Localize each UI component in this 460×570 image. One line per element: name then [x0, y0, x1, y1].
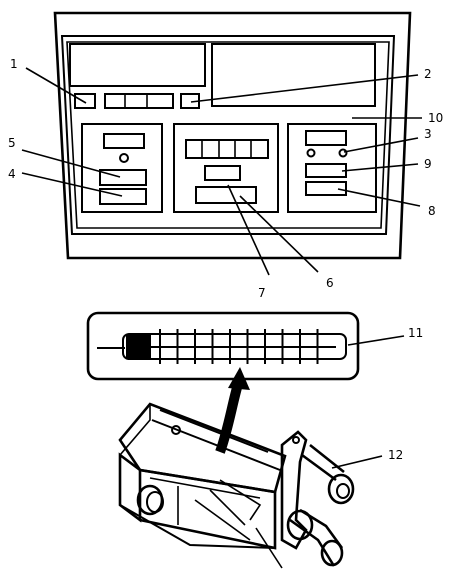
left-module-button-lower	[99, 188, 147, 205]
callout-1: 1	[10, 57, 18, 71]
right-module-button-upper	[305, 163, 347, 178]
meter-fill-indicator	[126, 334, 151, 359]
left-control-module	[81, 123, 163, 213]
readout-strip	[104, 93, 174, 109]
callout-10: 10	[428, 111, 443, 125]
center-wide-key	[195, 186, 257, 204]
right-module-button-lower	[305, 181, 347, 196]
callout-6: 6	[326, 276, 334, 290]
callout-11: 11	[408, 326, 423, 340]
leader-12	[331, 455, 383, 469]
callout-9: 9	[424, 157, 432, 171]
right-module-lamp-left	[306, 148, 316, 158]
mechanism-right-bracket	[280, 430, 308, 550]
leader-11	[347, 335, 405, 346]
control-panel	[53, 11, 412, 260]
callout-5: 5	[8, 136, 16, 150]
leader-bottom	[255, 527, 283, 569]
callout-7: 7	[258, 286, 266, 300]
callout-labels: 1 2 10 3 5 9 4 8 7 6 11 12	[8, 57, 443, 462]
callout-4: 4	[8, 167, 16, 181]
left-module-knob	[119, 153, 129, 163]
left-module-top-display	[103, 133, 145, 149]
panel-housing-outer	[53, 11, 412, 260]
right-module-top-display	[305, 130, 347, 146]
right-control-module	[287, 123, 377, 213]
indicator-lamp-1	[74, 93, 96, 109]
right-module-lamp-right	[338, 148, 348, 158]
panel-bezel	[60, 35, 396, 235]
callout-8: 8	[428, 204, 436, 218]
center-control-module	[173, 123, 279, 213]
panel-leader-lines	[21, 67, 422, 276]
mechanism-upper-body	[118, 402, 287, 494]
callout-2: 2	[424, 67, 432, 81]
meter-scale-window	[86, 311, 360, 381]
valve-mechanism	[118, 402, 355, 567]
left-display-window	[69, 43, 206, 87]
center-digit-display	[185, 139, 269, 159]
meter-tick-marks	[159, 329, 319, 364]
mechanism-right-cylinder	[301, 443, 345, 482]
curved-arrow	[215, 367, 250, 454]
left-module-button-upper	[99, 169, 147, 186]
right-display-window	[211, 43, 376, 107]
callout-12: 12	[388, 448, 403, 462]
meter-tube	[122, 333, 347, 360]
center-small-key	[204, 165, 241, 181]
panel-bezel-inner	[66, 41, 390, 229]
meter-housing	[86, 311, 360, 381]
callout-3: 3	[424, 127, 432, 141]
